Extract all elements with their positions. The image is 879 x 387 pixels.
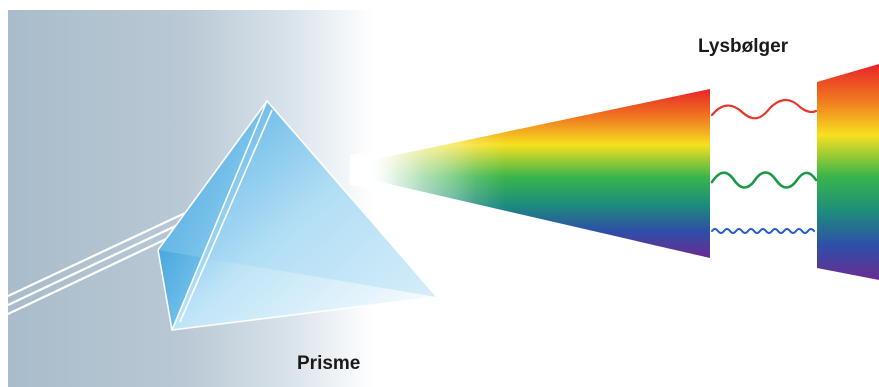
prism: [157, 99, 439, 331]
red-wave: [710, 98, 818, 120]
prism-left-face: [158, 101, 267, 330]
prism-label: Prisme: [297, 353, 361, 374]
prism-back-face: [158, 101, 437, 297]
light-waves: [710, 98, 818, 234]
prism-right-face: [172, 101, 437, 330]
blue-wave: [711, 228, 815, 234]
spectrum-beam: [350, 89, 710, 258]
green-wave: [710, 171, 818, 189]
spectrum-beam-glow: [350, 120, 560, 225]
spectrum-block: [817, 64, 879, 280]
light-waves-label: Lysbølger: [698, 36, 789, 57]
